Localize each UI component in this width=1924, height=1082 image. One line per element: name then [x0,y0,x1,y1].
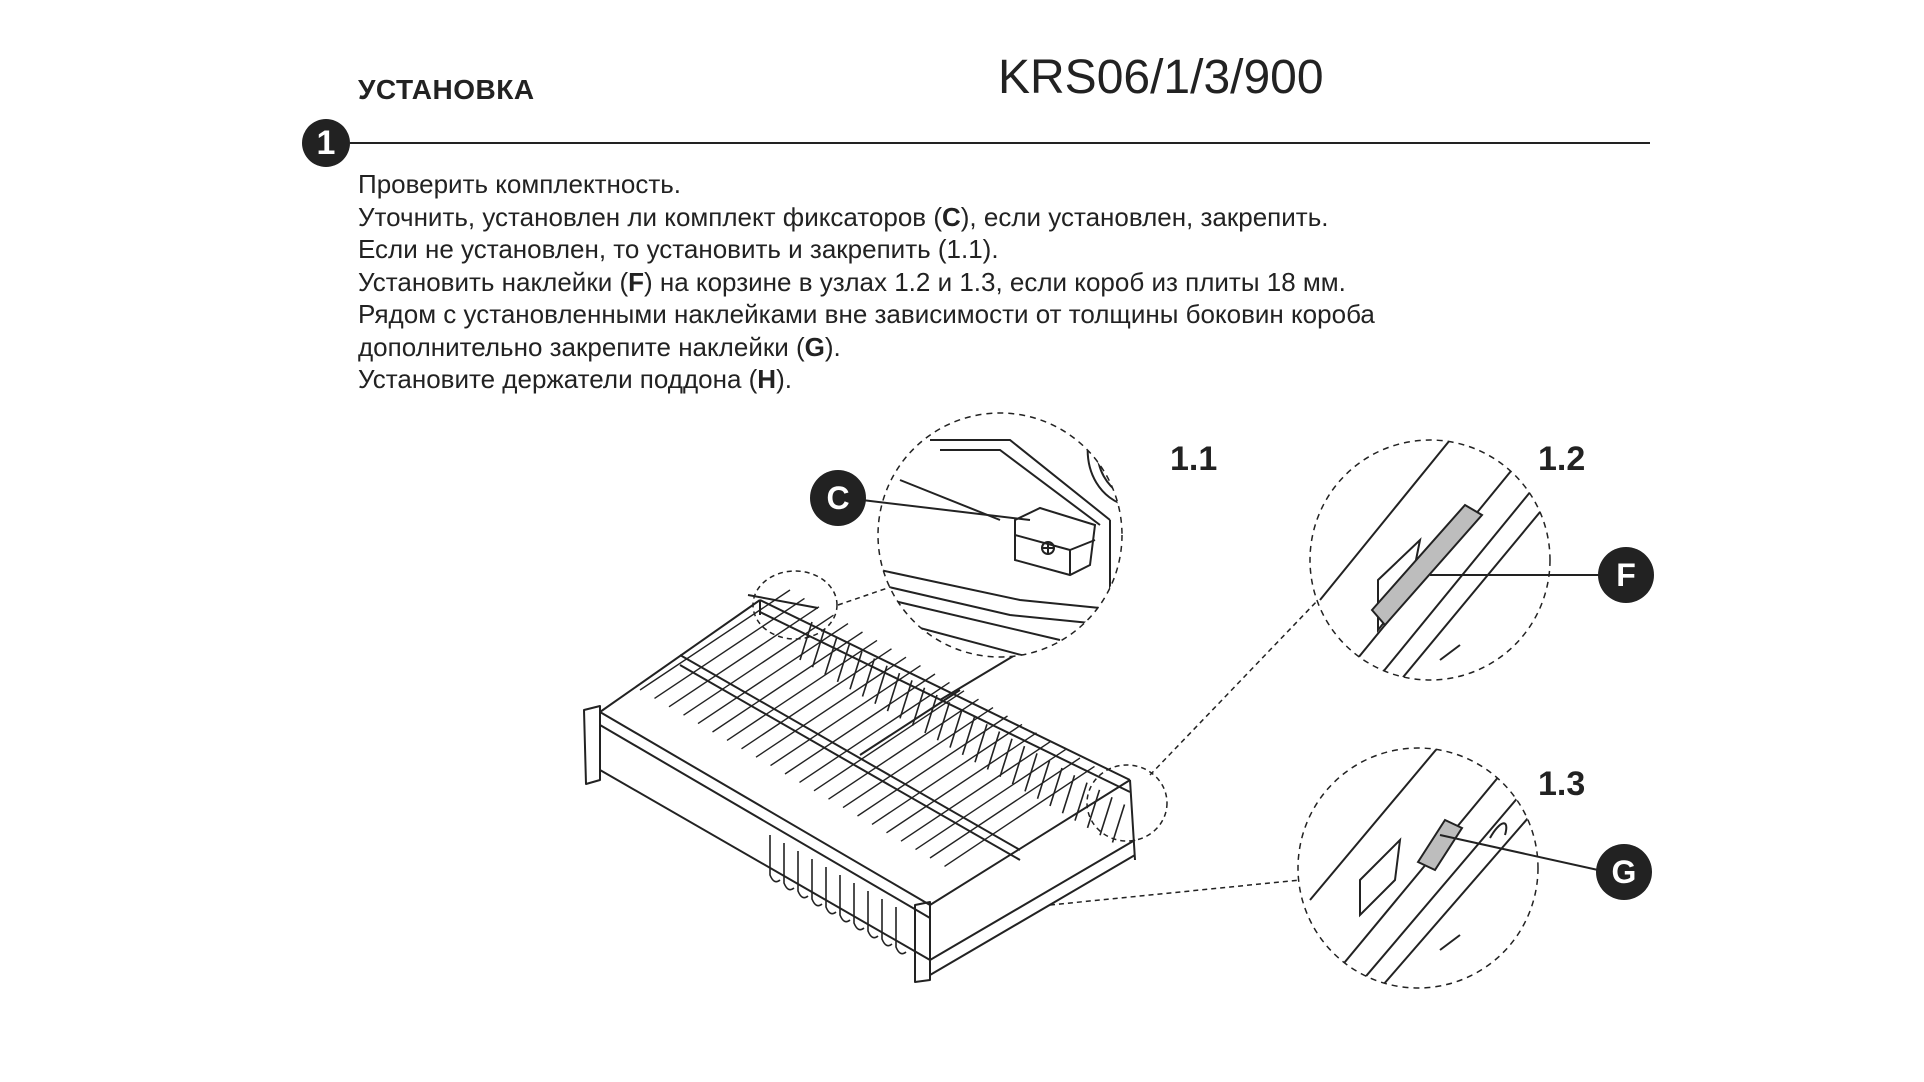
dish-rack-tine [874,665,888,705]
dish-basket-drawing [583,589,1136,983]
dish-rack-tine [949,709,963,748]
dish-rack-tine [1111,804,1126,843]
dish-rack-tine [924,694,938,734]
detail-label-1-3: 1.3 [1538,765,1585,803]
basket-slat [799,681,950,783]
detail-label-1-1: 1.1 [1170,440,1217,478]
callout-c: C [810,470,1031,526]
dish-rack-tine [1086,789,1101,829]
dish-rack-tine [861,658,876,697]
plate-divider [853,883,865,931]
plate-divider [895,907,907,955]
step-number-badge: 1 [302,119,350,167]
basket-slat [712,631,863,733]
section-title: УСТАНОВКА [358,74,535,105]
plate-divider [825,867,837,915]
dish-rack-tine [824,636,838,675]
dish-rack-tine [911,687,926,726]
detail-1-3: 1.3 [1297,747,1585,989]
basket-slat [871,723,1023,825]
dish-rack-tine [986,731,1001,770]
callout-letter-c: C [826,480,849,516]
instruction-line: Установите держатели поддона (H). [358,363,1375,396]
dish-rack-tine [1036,760,1051,799]
part-code: C [941,201,961,232]
basket-slat [741,648,892,750]
instruction-text: Рядом с установленными наклейками вне за… [358,299,1375,329]
instruction-line: Рядом с установленными наклейками вне за… [358,298,1375,331]
instruction-text: дополнительно закрепите наклейки ( [358,331,805,362]
basket-slat [639,589,791,691]
callout-g: G [1439,834,1652,900]
instruction-line: Проверить комплектность. [358,168,1375,201]
dish-rack-tine [961,716,976,756]
dish-rack-tine [974,723,988,763]
plate-divider [881,899,893,947]
header-divider [350,142,1650,144]
plate-divider [839,875,851,923]
dish-rack-tine [999,738,1013,778]
dish-rack-tine [1011,745,1026,785]
instruction-line: Уточнить, установлен ли комплект фиксато… [358,201,1375,234]
instruction-line: дополнительно закрепите наклейки (G). [358,331,1375,364]
basket-slat [886,732,1037,834]
instruction-text: Если не установлен, то установить и закр… [358,234,999,264]
plate-divider [867,891,879,939]
basket-slat [929,757,1081,859]
plate-divider [783,843,795,891]
basket-slat [668,606,820,708]
callout-letter-f: F [1616,557,1636,593]
basket-slat [770,665,921,767]
instruction-line: Установить наклейки (F) на корзине в узл… [358,266,1375,299]
callout-letter-g: G [1612,854,1637,890]
basket-slat [683,614,834,716]
detail-1-1: 1.1 [877,412,1217,658]
instruction-list: Проверить комплектность.Уточнить, устано… [358,168,1375,396]
detail-1-2: 1.2 [1309,439,1585,681]
instruction-text: ). [824,331,841,362]
model-code: KRS06/1/3/900 [998,51,1324,104]
basket-slat [944,765,1095,867]
dish-rack-tine [936,702,951,741]
instruction-text: ), если установлен, закрепить. [960,201,1329,232]
dish-rack-tine [849,650,863,690]
leader-lines [837,569,1319,906]
basket-slat [697,623,849,725]
instruction-text: Уточнить, установлен ли комплект фиксато… [358,201,942,232]
basket-slat [755,656,907,758]
dish-rack-tine [1074,782,1088,821]
instruction-text: ). [776,364,792,394]
plate-divider [769,835,781,883]
basket-slat [828,698,979,800]
part-code: H [757,364,777,394]
instruction-text: Установите держатели поддона ( [358,364,758,394]
basket-slat [842,707,994,809]
instruction-text: Установить наклейки ( [358,266,629,297]
part-code: G [804,331,825,362]
part-code: F [628,266,644,297]
detail-label-1-2: 1.2 [1538,440,1585,478]
dish-rack-tine [1049,767,1063,807]
basket-slat [784,673,936,775]
basket-slat [813,690,965,792]
dish-rack-tine [811,629,826,668]
basket-slat [654,597,805,699]
callout-f: F [1430,547,1654,603]
basket-slat [900,740,1052,842]
basket-slat [915,749,1066,851]
plate-divider [811,859,823,907]
instruction-line: Если не установлен, то установить и закр… [358,233,1375,266]
dish-rack-tine [899,680,913,719]
instruction-text: ) на корзине в узлах 1.2 и 1.3, если кор… [644,266,1346,297]
basket-slat [726,639,878,741]
instruction-text: Проверить комплектность. [358,169,682,199]
plate-divider [797,851,809,899]
basket-slat [857,715,1008,817]
dish-rack-tine [1099,796,1113,836]
dish-rack-tine [886,672,901,712]
